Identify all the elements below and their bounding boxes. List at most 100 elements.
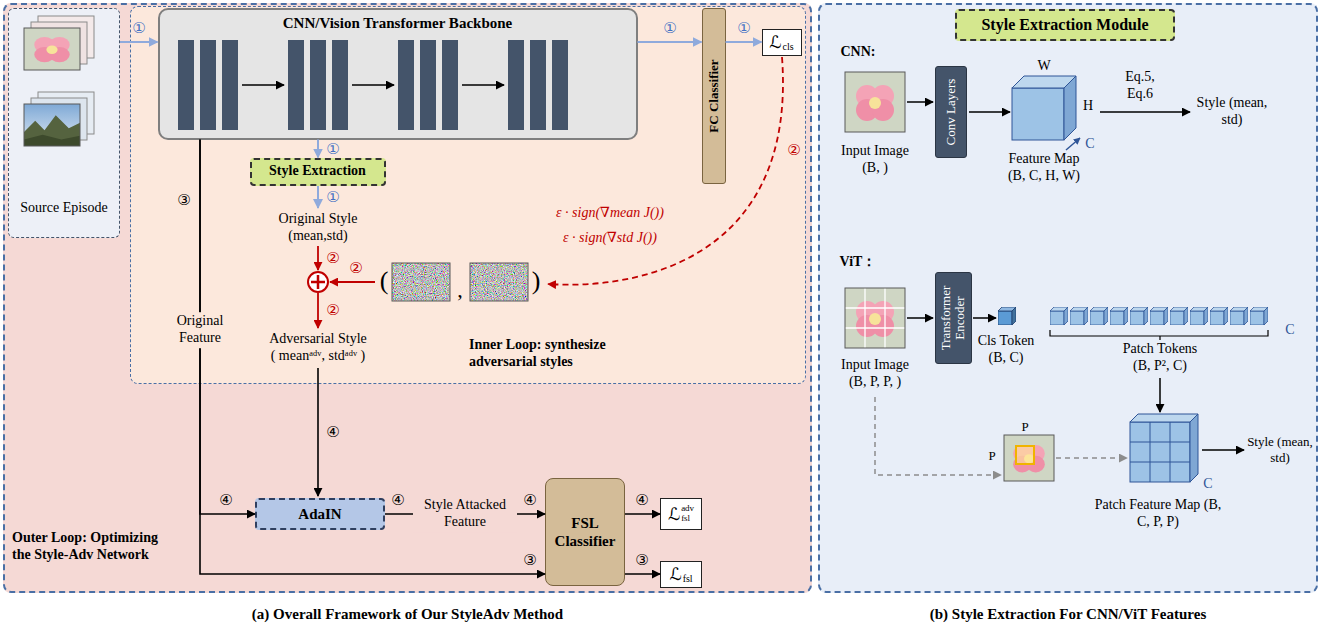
- subscript: cls: [783, 42, 794, 52]
- token-cube: [1230, 307, 1248, 325]
- module-arrow: [969, 111, 1010, 113]
- box-label: Source Episode: [20, 200, 107, 217]
- patch-feature-map: [1130, 422, 1190, 482]
- section-label: ViT：: [840, 254, 877, 271]
- module-arrow: [1202, 449, 1244, 451]
- panel-caption: (b) Style Extraction For CNN/ViT Feature…: [820, 605, 1316, 623]
- layer-arrow: [352, 84, 394, 85]
- step-number: ④: [635, 491, 648, 509]
- noise-image: [392, 263, 450, 301]
- patch-arrow: [1056, 457, 1127, 459]
- style-flow-arrow: [317, 246, 319, 270]
- step-number: ④: [391, 491, 404, 509]
- loss-formula: ℒadvfsl: [668, 504, 694, 524]
- connector: [638, 41, 702, 43]
- input-image: [845, 288, 905, 348]
- noise-image: [470, 263, 528, 301]
- image-label: Input Image (B, ): [834, 143, 916, 177]
- style-label: Original Style (mean,std): [263, 211, 373, 245]
- image-label: Input Image (B, P, P, ): [834, 357, 916, 391]
- backbone-layers: [420, 40, 436, 130]
- layer-arrow: [462, 84, 504, 85]
- tensor-label: Feature Map (B, C, H, W): [1001, 151, 1087, 185]
- add-symbol: [308, 272, 328, 292]
- loss-box: ℒcls: [762, 29, 802, 56]
- dimension-label: P: [1021, 419, 1028, 435]
- backbone-layers: [310, 40, 326, 130]
- formula: ε · sign(∇std J()): [563, 230, 657, 247]
- token-cube: [1050, 330, 1268, 340]
- layer-block: Transformer Encoder: [935, 272, 972, 364]
- box-label: FSL Classifier: [552, 514, 618, 550]
- module-arrow: [1100, 111, 1190, 113]
- dimension-label: P: [988, 448, 995, 464]
- backbone-layers: [552, 40, 568, 130]
- bracket: ): [532, 265, 541, 296]
- input-image: [1016, 446, 1034, 464]
- token-cube: [1150, 307, 1168, 325]
- episode-images: [24, 104, 80, 146]
- classifier-box: FSL Classifier: [545, 478, 625, 586]
- connector: [200, 140, 255, 515]
- backbone-layers: [222, 40, 238, 130]
- step-number: ④: [326, 423, 339, 441]
- module-arrow: [907, 101, 933, 103]
- episode-images: [24, 28, 80, 70]
- connector: [625, 513, 660, 515]
- step-number: ②: [349, 259, 362, 277]
- connector: [200, 140, 545, 575]
- noise-image: [470, 263, 528, 301]
- section-label: CNN:: [841, 44, 876, 61]
- tensor-label: Patch Tokens (B, P², C): [1114, 341, 1206, 375]
- box-label: Style Extraction Module: [981, 15, 1148, 34]
- backbone-layers: [200, 40, 216, 130]
- box-label: FC Classifier: [706, 14, 720, 178]
- feature-map-cube: [1012, 88, 1064, 140]
- connector: [317, 140, 319, 158]
- layer-arrow: [242, 84, 504, 85]
- loss-formula: ℒcls: [769, 32, 793, 52]
- module-arrow: [907, 317, 933, 319]
- step-number: ①: [737, 19, 750, 37]
- loss-formula: ℒfsl: [669, 564, 692, 584]
- token-cube: [998, 307, 1016, 325]
- adain-box: AdaIN: [255, 498, 385, 530]
- token-cube: [1110, 307, 1128, 325]
- input-image: [845, 288, 905, 348]
- connector: [385, 513, 545, 515]
- patch-feature-map: [1190, 414, 1198, 482]
- dimension-label: C: [1285, 322, 1294, 339]
- dimension-label: C: [1085, 136, 1094, 153]
- style-flow-arrow: [330, 281, 375, 283]
- bracket: (: [380, 265, 389, 296]
- box-label: CNN/Vision Transformer Backbone: [283, 14, 512, 32]
- edge-label: Style Attacked Feature: [413, 496, 517, 532]
- connector: [625, 573, 660, 575]
- style-label: Style (mean, std): [1195, 95, 1269, 129]
- equation-ref: Eq.5, Eq.6: [1118, 69, 1162, 103]
- episode-images: [24, 16, 94, 146]
- episode-images: [24, 28, 80, 70]
- connector: [726, 41, 762, 43]
- token-cube: [1070, 307, 1088, 325]
- token-cube: [1130, 307, 1148, 325]
- token-cube: [998, 307, 1268, 340]
- loss-symbol: ℒ: [669, 566, 681, 583]
- classifier-box: FC Classifier: [702, 8, 726, 184]
- patch-feature-map: [1130, 414, 1198, 422]
- noise-image: [392, 263, 528, 301]
- separator: ,: [457, 277, 463, 303]
- module-arrow: [973, 317, 996, 319]
- backbone-layers: [332, 40, 348, 130]
- loss-box: ℒadvfsl: [660, 498, 702, 530]
- subscript: fsl: [681, 514, 690, 524]
- dimension-label: W: [1037, 58, 1050, 75]
- style-flow-arrow: [548, 57, 783, 285]
- step-number: ②: [326, 249, 339, 267]
- dimension-label: H: [1083, 98, 1093, 115]
- style-label: Style (mean, std): [1247, 434, 1313, 465]
- step-number: ①: [326, 188, 339, 206]
- loss-symbol: ℒ: [769, 34, 781, 51]
- step-number: ②: [787, 141, 800, 159]
- feature-label: Original Feature: [163, 312, 237, 348]
